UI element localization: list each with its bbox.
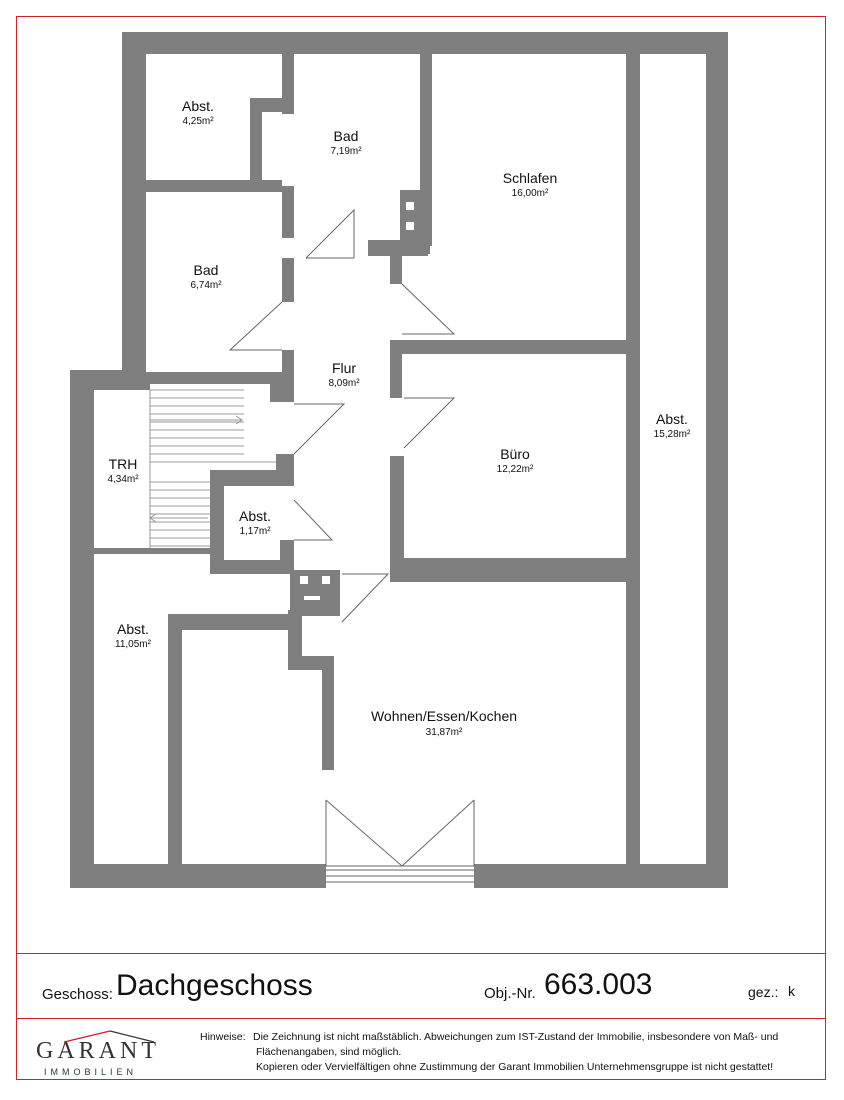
room-name: Abst. [656,411,688,427]
disclaimer-line: Kopieren oder Vervielfältigen ohne Zusti… [256,1061,774,1073]
logo-roof-icon [63,1030,155,1043]
room-name: Flur [332,360,356,376]
garant-logo: GARANT IMMOBILIEN [36,1030,176,1080]
drawing-frame [16,16,826,1080]
geschoss-value: Dachgeschoss [116,969,313,1002]
drawn-by-value: k [788,983,795,999]
room-area: 4,34m² [107,474,139,485]
divider-line [16,953,826,954]
room-area: 4,25m² [182,116,214,127]
room-area: 8,09m² [328,378,360,389]
room-area: 12,22m² [497,464,534,475]
disclaimer: Hinweise: Die Zeichnung ist nicht maßstäb… [200,1030,824,1075]
room-area: 16,00m² [512,188,549,199]
room-name: Büro [500,446,530,462]
room-area: 1,17m² [239,526,271,537]
room-name: Bad [334,128,359,144]
room-name: Bad [194,262,219,278]
logo-name: GARANT [36,1038,160,1064]
room-name: TRH [109,456,138,472]
room-area: 31,87m² [426,727,463,738]
disclaimer-line: Die Zeichnung ist nicht maßstäblich. Abw… [253,1031,779,1043]
room-area: 15,28m² [654,429,691,440]
floor-plan: Abst. 4,25m² Bad 7,19m² Schlafen 16,00m²… [70,32,728,888]
room-name: Abst. [117,621,149,637]
disclaimer-line: Flächenangaben, sind möglich. [256,1046,402,1058]
object-number-label: Obj.-Nr. [484,985,536,1002]
room-name: Abst. [182,98,214,114]
room-name: Schlafen [503,170,557,186]
drawn-by-label: gez.: [748,984,779,1000]
room-area: 7,19m² [330,146,362,157]
staircase [149,389,276,548]
divider-line [16,1018,826,1019]
room-area: 6,74m² [190,280,222,291]
walls [70,32,728,888]
room-name: Wohnen/Essen/Kochen [371,708,517,724]
object-number-value: 663.003 [544,968,653,1001]
wall-details [300,202,414,600]
disclaimer-label: Hinweise: [200,1031,246,1043]
room-area: 11,05m² [115,639,152,650]
logo-subtitle: IMMOBILIEN [44,1067,138,1077]
room-labels: Abst. 4,25m² Bad 7,19m² Schlafen 16,00m²… [107,98,691,738]
geschoss-label: Geschoss: [42,986,113,1003]
door-swings [228,208,475,883]
room-name: Abst. [239,508,271,524]
